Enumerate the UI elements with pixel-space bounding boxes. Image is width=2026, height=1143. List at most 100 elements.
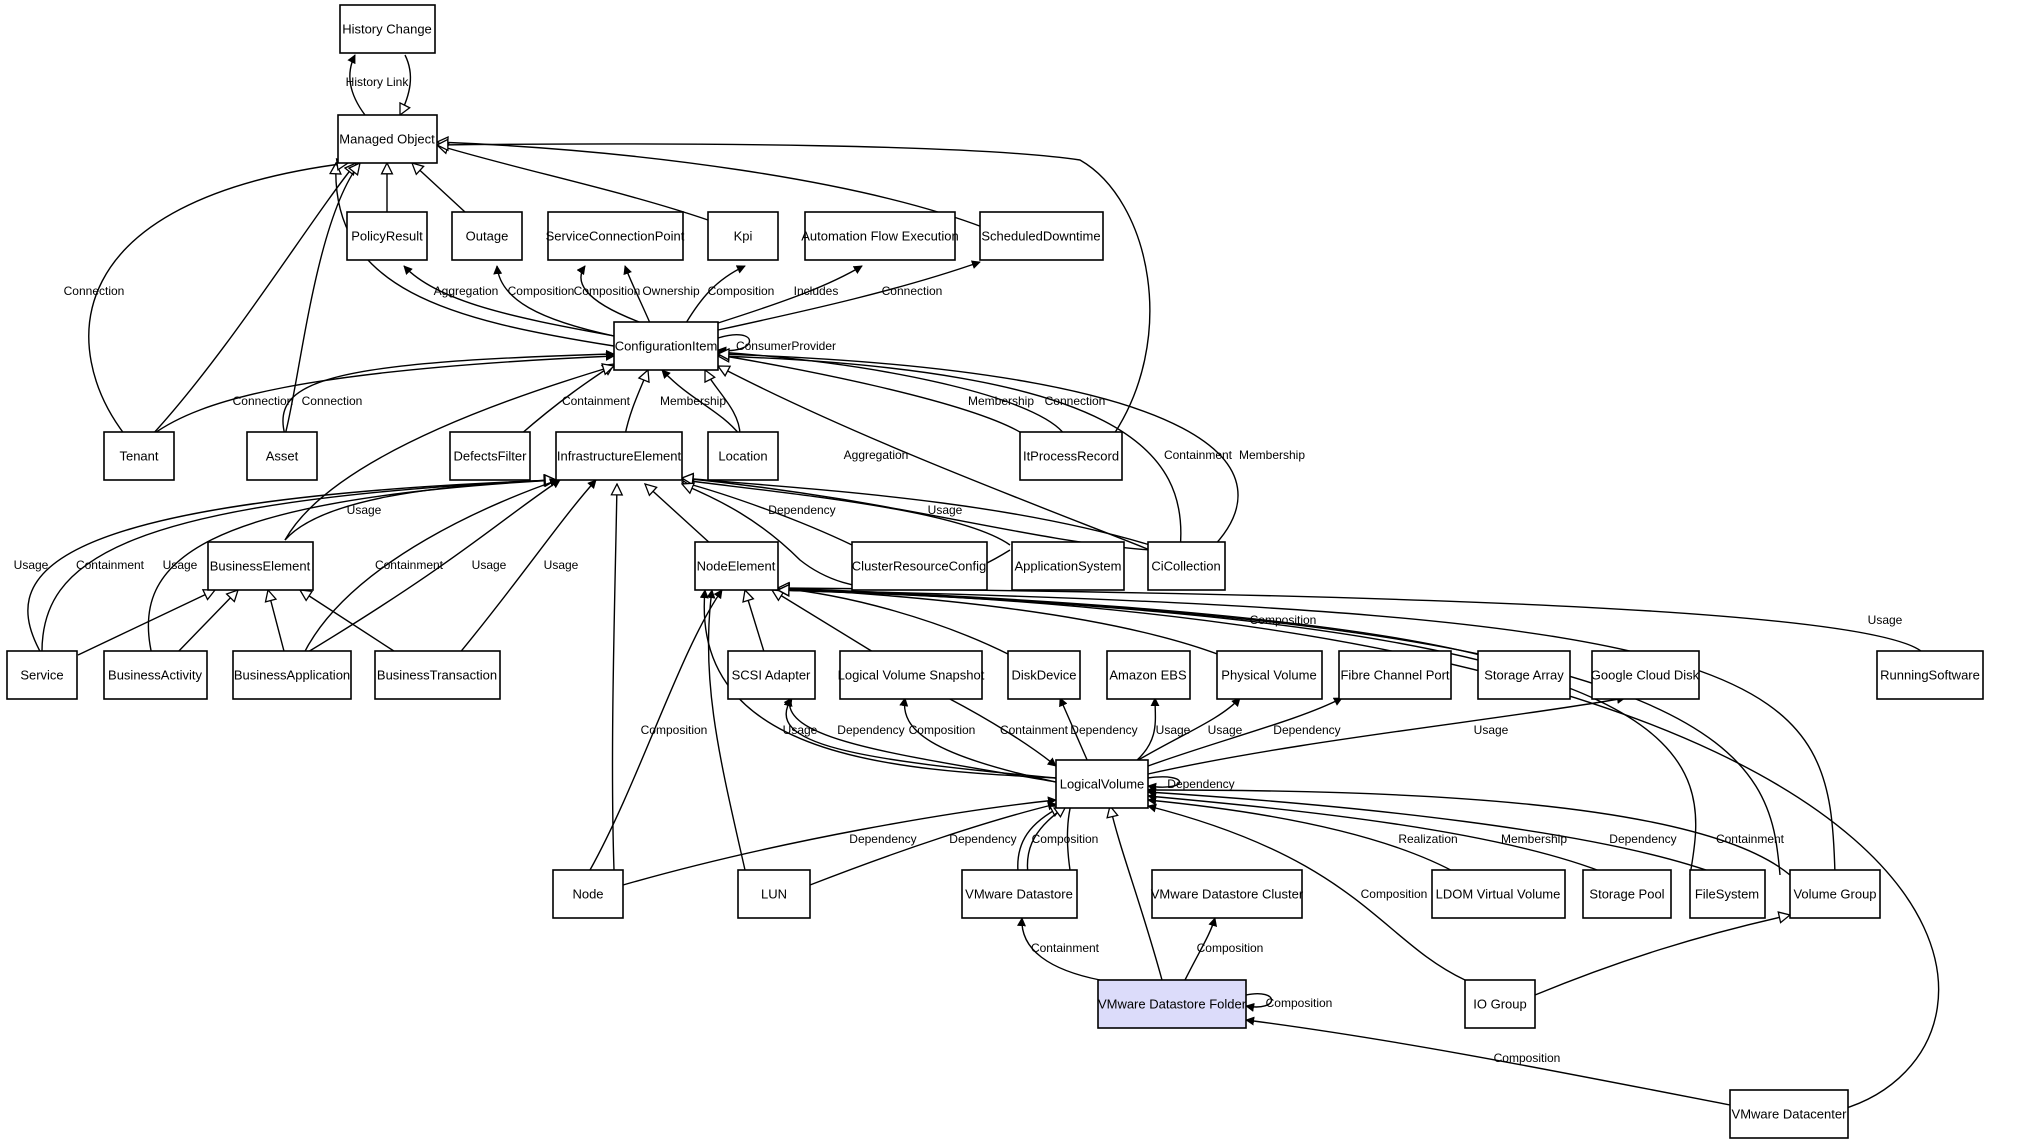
node-service-connection-point[interactable]: ServiceConnectionPoint bbox=[546, 211, 685, 261]
edge-label-connection: Connection bbox=[233, 394, 294, 408]
svg-text:VMware Datastore Cluster: VMware Datastore Cluster bbox=[1151, 887, 1304, 902]
edge-label-connection: Connection bbox=[302, 394, 363, 408]
svg-text:Automation Flow Execution: Automation Flow Execution bbox=[801, 229, 959, 244]
node-lun[interactable]: LUN bbox=[737, 869, 811, 919]
node-vmware-datastore-cluster[interactable]: VMware Datastore Cluster bbox=[1151, 869, 1304, 919]
svg-text:ClusterResourceConfig: ClusterResourceConfig bbox=[852, 559, 986, 574]
svg-text:FileSystem: FileSystem bbox=[1695, 887, 1759, 902]
edge-label-composition: Composition bbox=[1197, 941, 1264, 955]
node-physical-volume[interactable]: Physical Volume bbox=[1216, 650, 1323, 700]
edge-label-membership: Membership bbox=[1501, 832, 1567, 846]
edge-label-usage: Usage bbox=[347, 503, 382, 517]
svg-text:PolicyResult: PolicyResult bbox=[351, 229, 423, 244]
edge-label-containment: Containment bbox=[1164, 448, 1233, 462]
node-policy-result[interactable]: PolicyResult bbox=[346, 211, 428, 261]
edge-label-composition: Composition bbox=[508, 284, 575, 298]
svg-text:Outage: Outage bbox=[466, 229, 509, 244]
node-amazon-ebs[interactable]: Amazon EBS bbox=[1106, 650, 1191, 700]
node-io-group[interactable]: IO Group bbox=[1464, 979, 1536, 1029]
node-kpi[interactable]: Kpi bbox=[707, 211, 779, 261]
node-asset[interactable]: Asset bbox=[246, 431, 318, 481]
svg-text:Volume Group: Volume Group bbox=[1793, 887, 1876, 902]
edge-label-usage: Usage bbox=[14, 558, 49, 572]
edge-label-ownership: Ownership bbox=[642, 284, 700, 298]
svg-text:Location: Location bbox=[718, 449, 767, 464]
node-storage-array[interactable]: Storage Array bbox=[1477, 650, 1571, 700]
node-application-system[interactable]: ApplicationSystem bbox=[1011, 541, 1125, 591]
svg-text:NodeElement: NodeElement bbox=[697, 559, 776, 574]
node-business-transaction[interactable]: BusinessTransaction bbox=[374, 650, 501, 700]
node-disk-device[interactable]: DiskDevice bbox=[1007, 650, 1081, 700]
edge-label-composition: Composition bbox=[1032, 832, 1099, 846]
svg-text:LDOM Virtual Volume: LDOM Virtual Volume bbox=[1436, 887, 1561, 902]
node-node-element[interactable]: NodeElement bbox=[694, 541, 779, 591]
svg-text:VMware Datastore Folder: VMware Datastore Folder bbox=[1098, 997, 1247, 1012]
node-scsi-adapter[interactable]: SCSI Adapter bbox=[727, 650, 816, 700]
edge-label-consumer-provider: ConsumerProvider bbox=[736, 339, 836, 353]
svg-text:Google Cloud Disk: Google Cloud Disk bbox=[1591, 668, 1700, 683]
edge-label-usage: Usage bbox=[1868, 613, 1903, 627]
node-node[interactable]: Node bbox=[552, 869, 624, 919]
edge-label-composition: Composition bbox=[1494, 1051, 1561, 1065]
node-volume-group[interactable]: Volume Group bbox=[1789, 869, 1881, 919]
edge-label-containment: Containment bbox=[375, 558, 444, 572]
svg-text:InfrastructureElement: InfrastructureElement bbox=[557, 449, 682, 464]
edge-label-composition: Composition bbox=[641, 723, 708, 737]
node-vmware-datastore-folder[interactable]: VMware Datastore Folder bbox=[1097, 979, 1247, 1029]
node-managed-object[interactable]: Managed Object bbox=[337, 114, 438, 164]
edge-label-connection: Connection bbox=[882, 284, 943, 298]
nodes: History Change Managed Object PolicyResu… bbox=[6, 4, 1984, 1139]
node-business-element[interactable]: BusinessElement bbox=[207, 541, 314, 591]
node-fibre-channel-port[interactable]: Fibre Channel Port bbox=[1338, 650, 1452, 700]
node-logical-volume[interactable]: LogicalVolume bbox=[1055, 759, 1149, 809]
svg-text:Service: Service bbox=[20, 668, 63, 683]
node-google-cloud-disk[interactable]: Google Cloud Disk bbox=[1591, 650, 1700, 700]
node-business-application[interactable]: BusinessApplication bbox=[232, 650, 352, 700]
svg-text:BusinessApplication: BusinessApplication bbox=[234, 668, 350, 683]
edge-label-dependency: Dependency bbox=[1273, 723, 1340, 737]
node-business-activity[interactable]: BusinessActivity bbox=[103, 650, 208, 700]
node-location[interactable]: Location bbox=[707, 431, 779, 481]
node-history-change[interactable]: History Change bbox=[339, 4, 436, 54]
svg-text:Managed Object: Managed Object bbox=[339, 132, 435, 147]
edge-label-membership: Membership bbox=[660, 394, 726, 408]
node-vmware-datacenter[interactable]: VMware Datacenter bbox=[1729, 1089, 1849, 1139]
edge-label-history-link: History Link bbox=[346, 75, 410, 89]
edge-logical-volume-relations bbox=[622, 694, 1791, 981]
node-outage[interactable]: Outage bbox=[451, 211, 523, 261]
node-configuration-item[interactable]: ConfigurationItem bbox=[613, 321, 719, 371]
svg-text:Amazon EBS: Amazon EBS bbox=[1109, 668, 1187, 683]
edge-label-composition: Composition bbox=[1361, 887, 1428, 901]
edge-label-usage: Usage bbox=[163, 558, 198, 572]
node-it-process-record[interactable]: ItProcessRecord bbox=[1019, 431, 1123, 481]
node-defects-filter[interactable]: DefectsFilter bbox=[449, 431, 531, 481]
edge-label-composition: Composition bbox=[574, 284, 641, 298]
node-running-software[interactable]: RunningSoftware bbox=[1876, 650, 1984, 700]
svg-text:Physical Volume: Physical Volume bbox=[1221, 668, 1316, 683]
svg-text:DefectsFilter: DefectsFilter bbox=[454, 449, 528, 464]
node-automation-flow-execution[interactable]: Automation Flow Execution bbox=[801, 211, 959, 261]
edge-label-dependency: Dependency bbox=[1609, 832, 1676, 846]
svg-text:ServiceConnectionPoint: ServiceConnectionPoint bbox=[546, 229, 685, 244]
node-cluster-resource-config[interactable]: ClusterResourceConfig bbox=[851, 541, 988, 591]
node-service[interactable]: Service bbox=[6, 650, 78, 700]
svg-text:Asset: Asset bbox=[266, 449, 299, 464]
edge-label-containment: Containment bbox=[1031, 941, 1100, 955]
svg-text:Logical Volume Snapshot: Logical Volume Snapshot bbox=[838, 668, 985, 683]
svg-text:SCSI Adapter: SCSI Adapter bbox=[732, 668, 811, 683]
node-tenant[interactable]: Tenant bbox=[103, 431, 175, 481]
edge-label-containment: Containment bbox=[1716, 832, 1785, 846]
edge-labels: History Link Connection Aggregation Comp… bbox=[14, 75, 1903, 1065]
svg-text:CiCollection: CiCollection bbox=[1151, 559, 1220, 574]
node-file-system[interactable]: FileSystem bbox=[1689, 869, 1766, 919]
node-storage-pool[interactable]: Storage Pool bbox=[1582, 869, 1672, 919]
node-logical-volume-snapshot[interactable]: Logical Volume Snapshot bbox=[838, 650, 985, 700]
node-ci-collection[interactable]: CiCollection bbox=[1147, 541, 1226, 591]
edge-label-usage: Usage bbox=[472, 558, 507, 572]
node-vmware-datastore[interactable]: VMware Datastore bbox=[961, 869, 1078, 919]
node-ldom-virtual-volume[interactable]: LDOM Virtual Volume bbox=[1431, 869, 1566, 919]
svg-text:DiskDevice: DiskDevice bbox=[1011, 668, 1076, 683]
node-scheduled-downtime[interactable]: ScheduledDowntime bbox=[979, 211, 1104, 261]
node-infrastructure-element[interactable]: InfrastructureElement bbox=[555, 431, 683, 481]
svg-text:Node: Node bbox=[572, 887, 603, 902]
